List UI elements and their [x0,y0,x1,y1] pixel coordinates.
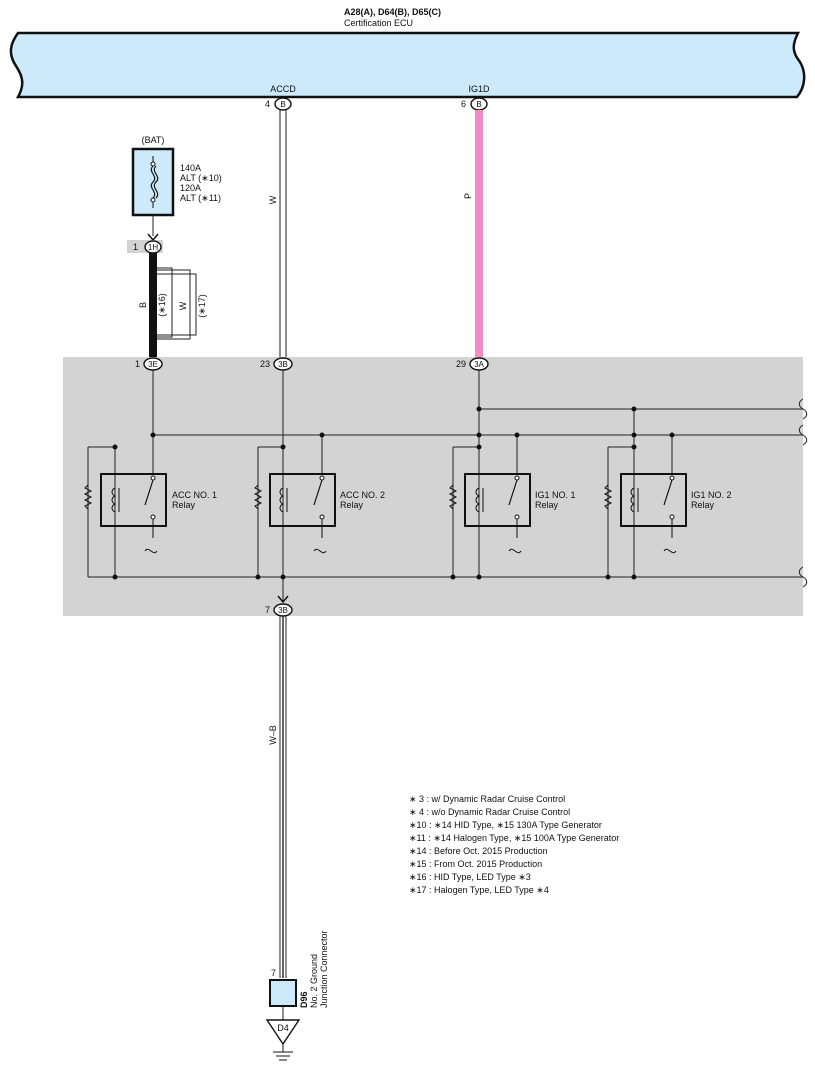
pin-connector-3e-label: 3E [148,360,158,369]
ground-junction-name-1: No. 2 Ground [309,954,319,1008]
relay-acc-no1 [83,473,167,554]
terminal-accd-label: ACCD [270,84,296,94]
junction-block [63,357,803,616]
wire-accd-white [279,110,287,358]
wire-ground-color-label: W–B [268,725,278,745]
ground-junction-code: D96 [299,991,309,1008]
wire-alt-white-loop [157,267,197,340]
pin-number-3b-out: 7 [265,605,270,615]
footnote: ∗ 3 : w/ Dynamic Radar Cruise Control [409,794,565,804]
ground-point-label: D4 [277,1023,289,1033]
footnote: ∗14 : Before Oct. 2015 Production [409,846,548,856]
fusible-link-icon [150,156,159,208]
pin-connector-ig1d-label: B [476,100,481,109]
fuse-rating-1-note: ALT (∗10) [180,173,222,183]
junction-dots [112,406,675,580]
wire-accd-color-label: W [268,195,278,204]
ground-icon [273,1044,293,1061]
pin-connector-accd-label: B [280,100,285,109]
pin-number-3a: 29 [456,359,466,369]
footnote: ∗15 : From Oct. 2015 Production [409,859,542,869]
relay-ig1-no2-name: IG1 NO. 2 [691,490,732,500]
pin-number-1h: 1 [133,242,138,252]
footnote: ∗16 : HID Type, LED Type ∗3 [409,872,531,882]
terminal-ig1d-label: IG1D [468,84,490,94]
relay-ig1-no2-type: Relay [691,500,715,510]
wire-ig1d-pink [475,110,483,358]
wire-bat-black [149,253,157,358]
relay-acc-no1-type: Relay [172,500,196,510]
wire-alt-note: (∗17) [197,294,207,318]
pin-connector-1h-label: 1H [148,243,158,252]
ground-junction-connector [269,979,297,1007]
pin-connector-3a-label: 3A [474,360,484,369]
wire-bat-color-label: B [138,302,148,308]
connector-arrow-3b-out [277,595,289,604]
relay-ig1-no1-type: Relay [535,500,559,510]
relay-ig1-no2 [603,473,687,554]
relay-acc-no1-name: ACC NO. 1 [172,490,217,500]
ground-point-triangle [265,1019,301,1046]
relay-acc-no2 [253,473,336,554]
pin-connector-3b-in-label: 3B [278,360,288,369]
relay-acc-no2-type: Relay [340,500,364,510]
pin-number-accd: 4 [265,99,270,109]
fuse-rating-2-note: ALT (∗11) [180,193,221,203]
pin-connector-3b-out-label: 3B [278,606,288,615]
fuse-rating-2: 120A [180,183,201,193]
footnote: ∗10 : ∗14 HID Type, ∗15 130A Type Genera… [409,820,602,830]
pin-connector-accd [274,97,292,111]
pin-number-3e: 1 [135,359,140,369]
fuse-rating-1: 140A [180,163,201,173]
footnote: ∗ 4 : w/o Dynamic Radar Cruise Control [409,807,570,817]
fuse-source-label: (BAT) [142,135,165,145]
relay-ig1-no1 [448,473,531,554]
footnote: ∗17 : Halogen Type, LED Type ∗4 [409,885,549,895]
certification-ecu-band [9,31,806,99]
relay-ig1-no1-name: IG1 NO. 1 [535,490,576,500]
wire-alt-color-label: W [178,301,188,310]
ecu-connectors-label: A28(A), D64(B), D65(C) [344,7,441,17]
pin-number-ig1d: 6 [461,99,466,109]
pin-number-3b-in: 23 [260,359,270,369]
wire-bat-note: (∗16) [157,293,167,317]
footnotes: ∗ 3 : w/ Dynamic Radar Cruise Control ∗ … [409,794,619,895]
wire-ground-white-black [279,616,287,978]
footnote: ∗11 : ∗14 Halogen Type, ∗15 100A Type Ge… [409,833,619,843]
wire-ig1d-color-label: P [463,193,473,199]
junction-pin-number: 7 [271,968,276,978]
ecu-component-label: Certification ECU [344,18,413,28]
ground-junction-name-2: Junction Connector [319,930,329,1008]
relay-acc-no2-name: ACC NO. 2 [340,490,385,500]
